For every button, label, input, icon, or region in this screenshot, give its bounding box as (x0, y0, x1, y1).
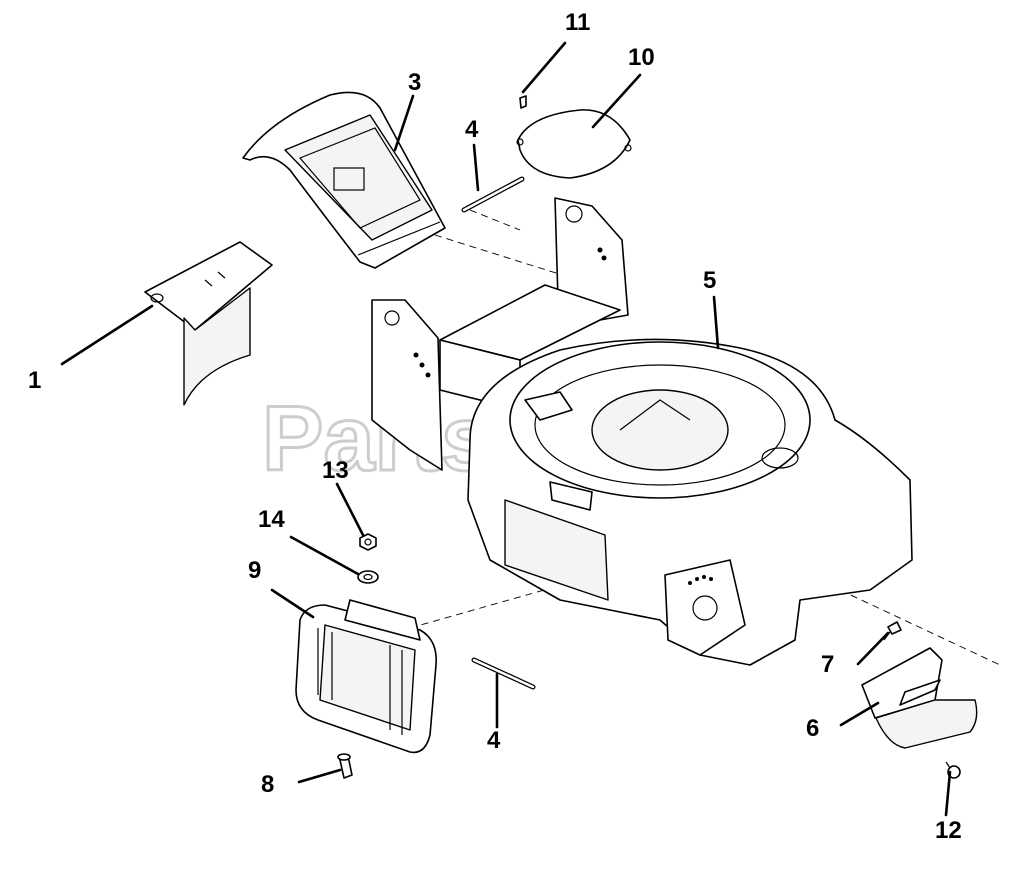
part-6-mulch-door (861, 647, 978, 749)
leader-lines (60, 41, 952, 817)
callout-3: 3 (408, 69, 421, 96)
callout-11: 11 (565, 9, 590, 36)
callout-13: 13 (322, 457, 349, 484)
part-10-plate (516, 109, 632, 179)
part-4-lower-rod (471, 657, 536, 690)
callout-4-upper: 4 (465, 116, 479, 143)
callout-6: 6 (806, 715, 819, 742)
callout-labels: 1 3 4 4 5 6 7 8 9 10 11 12 13 14 (28, 9, 962, 844)
part-9-front-door (295, 599, 437, 754)
part-1-deflector (144, 241, 273, 406)
part-7-bolt (883, 621, 902, 641)
callout-8: 8 (261, 771, 274, 798)
part-12-screw (945, 761, 961, 779)
part-4-upper-rod (461, 176, 525, 213)
callout-12: 12 (935, 817, 962, 844)
callout-5: 5 (703, 267, 716, 294)
callout-14: 14 (258, 506, 285, 533)
part-5-mower-deck (371, 197, 913, 666)
part-3-rear-door (242, 91, 446, 269)
part-13-nut (359, 533, 377, 551)
callout-4-lower: 4 (487, 727, 501, 754)
callout-9: 9 (248, 557, 261, 584)
callout-10: 10 (628, 44, 655, 71)
part-8-pin (337, 753, 353, 779)
callout-7: 7 (821, 651, 834, 678)
callout-1: 1 (28, 367, 41, 394)
part-14-washer (357, 570, 379, 584)
part-11-screw (519, 95, 527, 109)
